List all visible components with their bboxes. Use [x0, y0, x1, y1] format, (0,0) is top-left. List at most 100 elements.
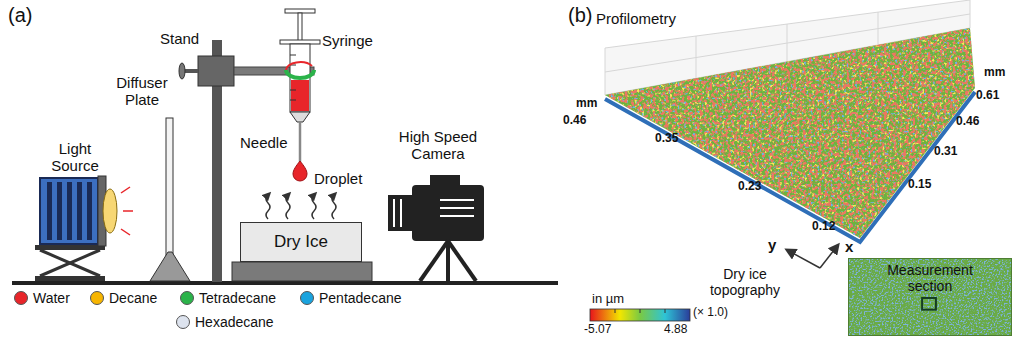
syringe [290, 55, 296, 56]
high-speed-camera [440, 207, 474, 209]
legend-swatch [90, 291, 104, 305]
legend-text: Tetradecane [199, 290, 276, 306]
diffuser-plate [166, 118, 173, 256]
grid-wall [696, 36, 697, 79]
axis-tick: 0.61 [976, 89, 999, 103]
syringe [290, 90, 296, 91]
panel-letter: (b) [568, 4, 592, 27]
ground-line [12, 281, 558, 285]
needle [300, 122, 301, 162]
dry-ice-base [232, 262, 372, 281]
high-speed-camera [420, 241, 448, 281]
legend-item: Water [14, 290, 70, 306]
axis-tick: 0.31 [934, 145, 957, 159]
syringe [286, 62, 312, 70]
legend-item: Pentadecane [300, 290, 402, 306]
grid-wall [878, 12, 879, 45]
panel-title: Profilometry [596, 10, 676, 27]
legend-text: Pentadecane [319, 290, 402, 306]
light-source [121, 229, 130, 235]
axis-arrows [787, 250, 820, 268]
ground-line [12, 281, 558, 285]
light-source [123, 210, 133, 212]
axis-arrows [820, 245, 838, 268]
dry-ice-base [232, 262, 372, 281]
surface-topography [590, 0, 990, 250]
node-text: Dry Ice [274, 232, 328, 252]
stand [179, 63, 185, 79]
part-label: Light Source [38, 140, 112, 175]
syringe [290, 100, 296, 101]
part-label: Droplet [314, 170, 362, 187]
high-speed-camera [388, 195, 412, 231]
axis-arrows [787, 245, 838, 268]
axis-tick: 0.35 [655, 132, 678, 146]
axis-tick: 0.15 [908, 178, 931, 192]
axis-tick: 0.46 [956, 115, 979, 129]
light-source [103, 189, 117, 233]
legend-text: Hexadecane [195, 314, 274, 330]
droplet [293, 161, 307, 181]
needle [299, 122, 302, 162]
dry-ice-block: Dry Ice [240, 222, 362, 262]
vapour-arrows [312, 195, 316, 219]
high-speed-camera [448, 241, 476, 281]
high-speed-camera [393, 199, 395, 227]
colour-bar [665, 309, 666, 313]
legend-text: Decane [109, 290, 157, 306]
axis-unit: mm [984, 66, 1005, 80]
high-speed-camera [412, 185, 484, 241]
part-label: Stand [160, 30, 199, 47]
legend-item: Tetradecane [180, 290, 276, 306]
legend-swatch [176, 315, 190, 329]
part-label: High Speed Camera [380, 128, 496, 163]
legend-text: Water [33, 290, 70, 306]
light-source [35, 176, 133, 281]
syringe [286, 70, 314, 78]
axis-tick: 0.12 [812, 220, 835, 234]
panel-letter: (a) [8, 4, 32, 27]
stand [198, 56, 234, 86]
light-source [121, 187, 130, 193]
droplet [293, 161, 307, 181]
light-source [77, 182, 82, 240]
high-speed-camera [440, 199, 474, 201]
axis-tick: 0.46 [563, 114, 586, 128]
light-source [40, 250, 100, 276]
section-marker [922, 298, 936, 310]
light-source [35, 276, 105, 281]
syringe [291, 80, 309, 111]
high-speed-camera [440, 215, 474, 217]
grid-wall [787, 24, 788, 62]
legend-item: Hexadecane [176, 314, 274, 330]
caption-note: Dry ice topography [700, 266, 790, 298]
syringe [280, 9, 320, 122]
surface-topography [590, 0, 990, 250]
axis-name: x [845, 238, 853, 255]
syringe [290, 112, 310, 122]
measurement-inset: Measurement section [848, 258, 1012, 336]
node-text: Measurement section [870, 262, 990, 294]
part-label: Diffuser Plate [105, 74, 179, 109]
vapour-arrows [266, 195, 270, 219]
colour-bar [590, 309, 690, 321]
colour-bar-max: 4.88 [664, 323, 687, 337]
syringe [280, 40, 320, 44]
light-source [67, 182, 72, 240]
light-source [40, 178, 98, 244]
light-source [87, 182, 92, 240]
light-source [57, 182, 62, 240]
inset-texture [849, 259, 1011, 335]
colour-bar [640, 309, 641, 313]
syringe [298, 13, 302, 41]
surface-topography [590, 0, 990, 250]
surface-topography [590, 0, 990, 250]
colour-bar [615, 309, 616, 313]
diffuser-plate [150, 252, 190, 281]
colour-bar-unit: in µm [592, 292, 624, 307]
diffuser-plate [150, 118, 190, 281]
vapour-arrows [286, 195, 290, 219]
light-source [35, 245, 105, 250]
colour-bar [590, 309, 690, 321]
